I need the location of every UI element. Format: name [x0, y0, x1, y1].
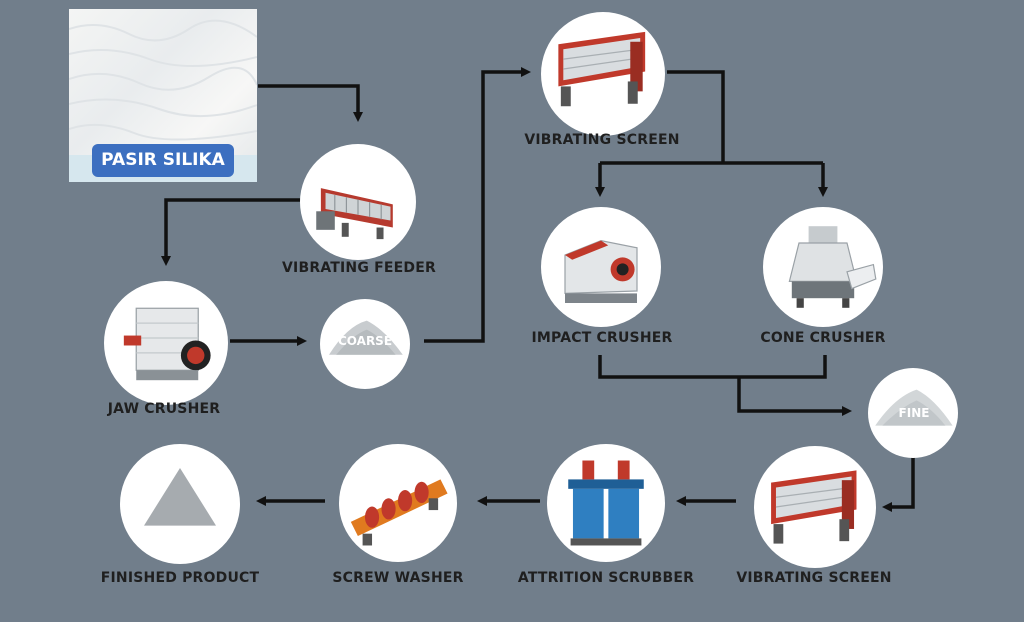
jaw-crusher-label: JAW CRUSHER: [107, 401, 221, 417]
vibrating-screen-top-machine-icon: [541, 12, 665, 136]
arrow-screen-split: [667, 70, 725, 163]
impact-crusher-label: IMPACT CRUSHER: [531, 330, 673, 346]
arrow-fine-to-screen: [882, 457, 915, 512]
fine-label: FINE: [898, 406, 930, 420]
screw-washer-machine-icon: [339, 444, 457, 562]
source-label: PASIR SILIKA: [92, 144, 234, 177]
jaw-crusher-machine-icon: [104, 281, 228, 405]
vibrating-screen-top-label: VIBRATING SCREEN: [524, 132, 680, 148]
finished-product-label: FINISHED PRODUCT: [100, 570, 260, 586]
silica-sand-image: PASIR SILIKA: [69, 9, 257, 182]
coarse-label: COARSE: [337, 334, 393, 348]
arrow-merge-to-fine: [737, 377, 852, 416]
cone-crusher-label: CONE CRUSHER: [760, 330, 886, 346]
arrow-crushers-merge: [598, 355, 827, 379]
vibrating-screen-bottom-label: VIBRATING SCREEN: [736, 570, 892, 586]
impact-crusher-machine-icon: [541, 207, 661, 327]
arrow-source-to-feeder: [258, 84, 363, 122]
arrow-to-impact: [600, 161, 823, 193]
arrow-coarse-to-screen: [424, 67, 531, 343]
vibrating-screen-bottom-machine-icon: [754, 446, 876, 568]
screw-washer-label: SCREW WASHER: [332, 570, 464, 586]
coarse-sand-pile-icon: COARSE: [320, 299, 410, 389]
arrow-feeder-to-jaw: [161, 198, 300, 266]
cone-crusher-machine-icon: [763, 207, 883, 327]
attrition-scrubber-label: ATTRITION SCRUBBER: [517, 570, 695, 586]
fine-sand-pile-icon: FINE: [868, 368, 958, 458]
vibrating-feeder-machine-icon: [300, 144, 416, 260]
attrition-scrubber-machine-icon: [547, 444, 665, 562]
finished-product-pile-icon: [120, 444, 240, 564]
vibrating-feeder-label: VIBRATING FEEDER: [282, 260, 436, 276]
